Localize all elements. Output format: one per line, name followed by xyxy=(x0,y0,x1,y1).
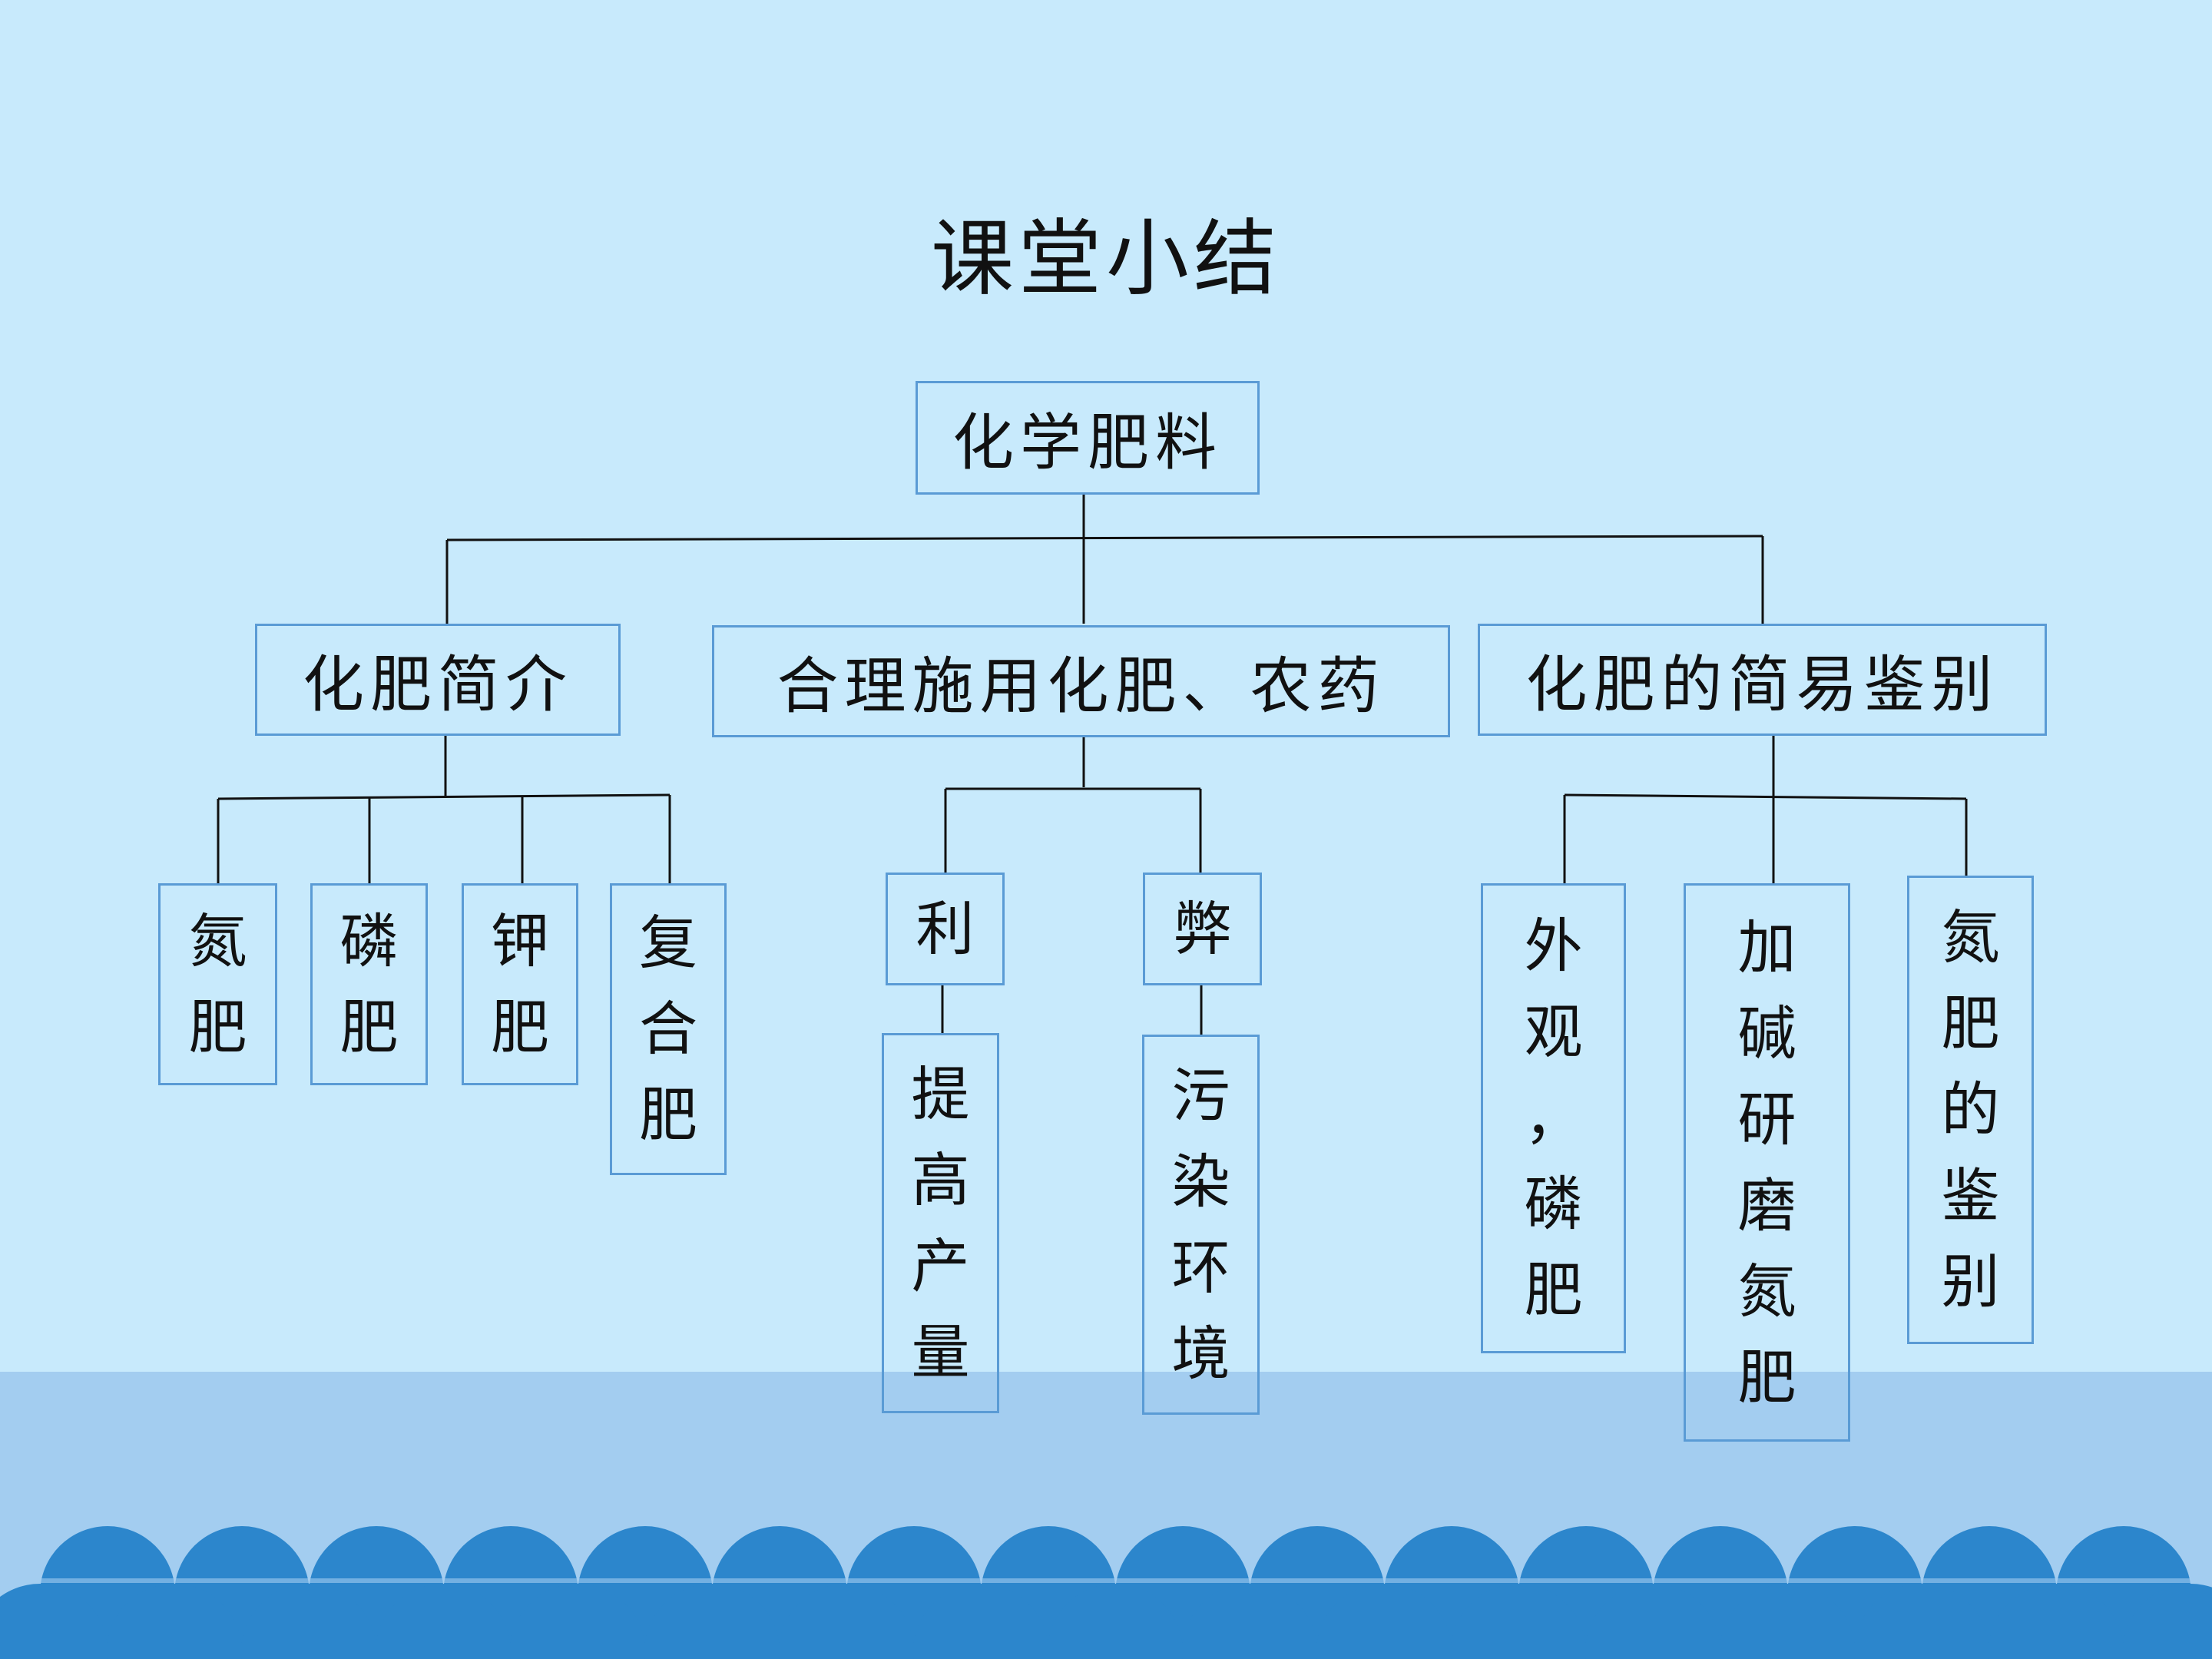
branch-node-usage: 合理施用化肥、农药 xyxy=(712,625,1450,737)
vertical-char: 染 xyxy=(1171,1147,1230,1216)
vertical-char: 产 xyxy=(911,1231,970,1300)
branch-node-label: 合理施用化肥、农药 xyxy=(777,651,1386,722)
vertical-char: 观 xyxy=(1524,998,1583,1066)
level1-bus-line xyxy=(446,535,1763,541)
vertical-char: 合 xyxy=(639,995,697,1063)
leaf-node-label: 弊 xyxy=(1174,886,1232,972)
vertical-char: ， xyxy=(1524,1084,1583,1152)
vertical-char: 氮 xyxy=(1941,903,2000,972)
leaf-node-label: 利 xyxy=(916,886,975,972)
leaf-node: 磷肥 xyxy=(310,883,428,1085)
vertical-char: 钾 xyxy=(491,906,549,975)
leaf-node: 氮肥的鉴别 xyxy=(1907,876,2034,1344)
vertical-char: 碱 xyxy=(1737,998,1796,1068)
leaf-node: 加碱研磨氮肥 xyxy=(1684,883,1850,1442)
leaf-node-pro: 利 xyxy=(886,873,1005,985)
leaf-node: 复合肥 xyxy=(610,883,727,1175)
leaf-node: 氮肥 xyxy=(158,883,277,1085)
leaf-node-con: 弊 xyxy=(1143,873,1262,985)
wave-row-front xyxy=(0,1584,2212,1659)
result-node-label: 提高产量 xyxy=(912,1051,970,1396)
background xyxy=(0,0,2212,1372)
leaf-node-label: 复合肥 xyxy=(639,900,697,1158)
result-node: 污染环境 xyxy=(1142,1035,1260,1415)
root-node-label: 化学肥料 xyxy=(952,407,1223,478)
vertical-char: 利 xyxy=(916,894,975,963)
branch-node-label: 化肥简介 xyxy=(303,649,573,720)
branch-node-intro: 化肥简介 xyxy=(255,624,621,736)
leaf-node-label: 氮肥的鉴别 xyxy=(1942,895,2000,1325)
branch-node-identify: 化肥的简易鉴别 xyxy=(1478,624,2047,736)
leaf-node: 外观 ， 磷肥 xyxy=(1481,883,1626,1353)
vertical-char: 复 xyxy=(639,909,697,977)
vertical-char: 境 xyxy=(1171,1319,1230,1388)
branch3-bus-line xyxy=(1564,793,1967,800)
vertical-char: 肥 xyxy=(188,992,247,1061)
vertical-char: 外 xyxy=(1524,912,1583,980)
vertical-char: 肥 xyxy=(639,1081,697,1149)
vertical-char: 氮 xyxy=(1737,1257,1796,1326)
leaf-node-label: 磷肥 xyxy=(340,899,399,1071)
vertical-char: 肥 xyxy=(1524,1256,1583,1324)
result-node: 提高产量 xyxy=(882,1033,999,1413)
vertical-char: 加 xyxy=(1737,912,1796,982)
root-node: 化学肥料 xyxy=(916,381,1260,495)
vertical-char: 肥 xyxy=(339,992,399,1061)
leaf-node-label: 氮肥 xyxy=(189,899,247,1071)
vertical-char: 提 xyxy=(911,1059,970,1128)
vertical-char: 弊 xyxy=(1173,894,1232,963)
vertical-char: 肥 xyxy=(1737,1343,1796,1412)
vertical-char: 高 xyxy=(911,1145,970,1214)
branch-node-label: 化肥的简易鉴别 xyxy=(1525,649,1999,720)
vertical-char: 磷 xyxy=(339,906,399,975)
vertical-char: 污 xyxy=(1171,1061,1230,1130)
vertical-char: 量 xyxy=(911,1317,970,1386)
result-node-label: 污染环境 xyxy=(1172,1053,1230,1397)
vertical-char: 磷 xyxy=(1524,1170,1583,1238)
leaf-node: 钾肥 xyxy=(462,883,578,1085)
branch1-bus-line xyxy=(217,793,671,800)
vertical-char: 别 xyxy=(1941,1247,2000,1316)
page-title: 课堂小结 xyxy=(930,211,1281,307)
leaf-node-label: 钾肥 xyxy=(491,899,549,1071)
vertical-char: 磨 xyxy=(1737,1171,1796,1240)
vertical-char: 肥 xyxy=(1941,989,2000,1058)
vertical-char: 氮 xyxy=(188,906,247,975)
leaf-node-label: 外观 ， 磷肥 xyxy=(1525,903,1583,1333)
vertical-char: 肥 xyxy=(491,992,549,1061)
vertical-char: 环 xyxy=(1171,1233,1230,1302)
vertical-char: 研 xyxy=(1737,1084,1796,1154)
vertical-char: 鉴 xyxy=(1941,1161,2000,1230)
vertical-char: 的 xyxy=(1941,1075,2000,1144)
leaf-node-label: 加碱研磨氮肥 xyxy=(1738,905,1796,1421)
